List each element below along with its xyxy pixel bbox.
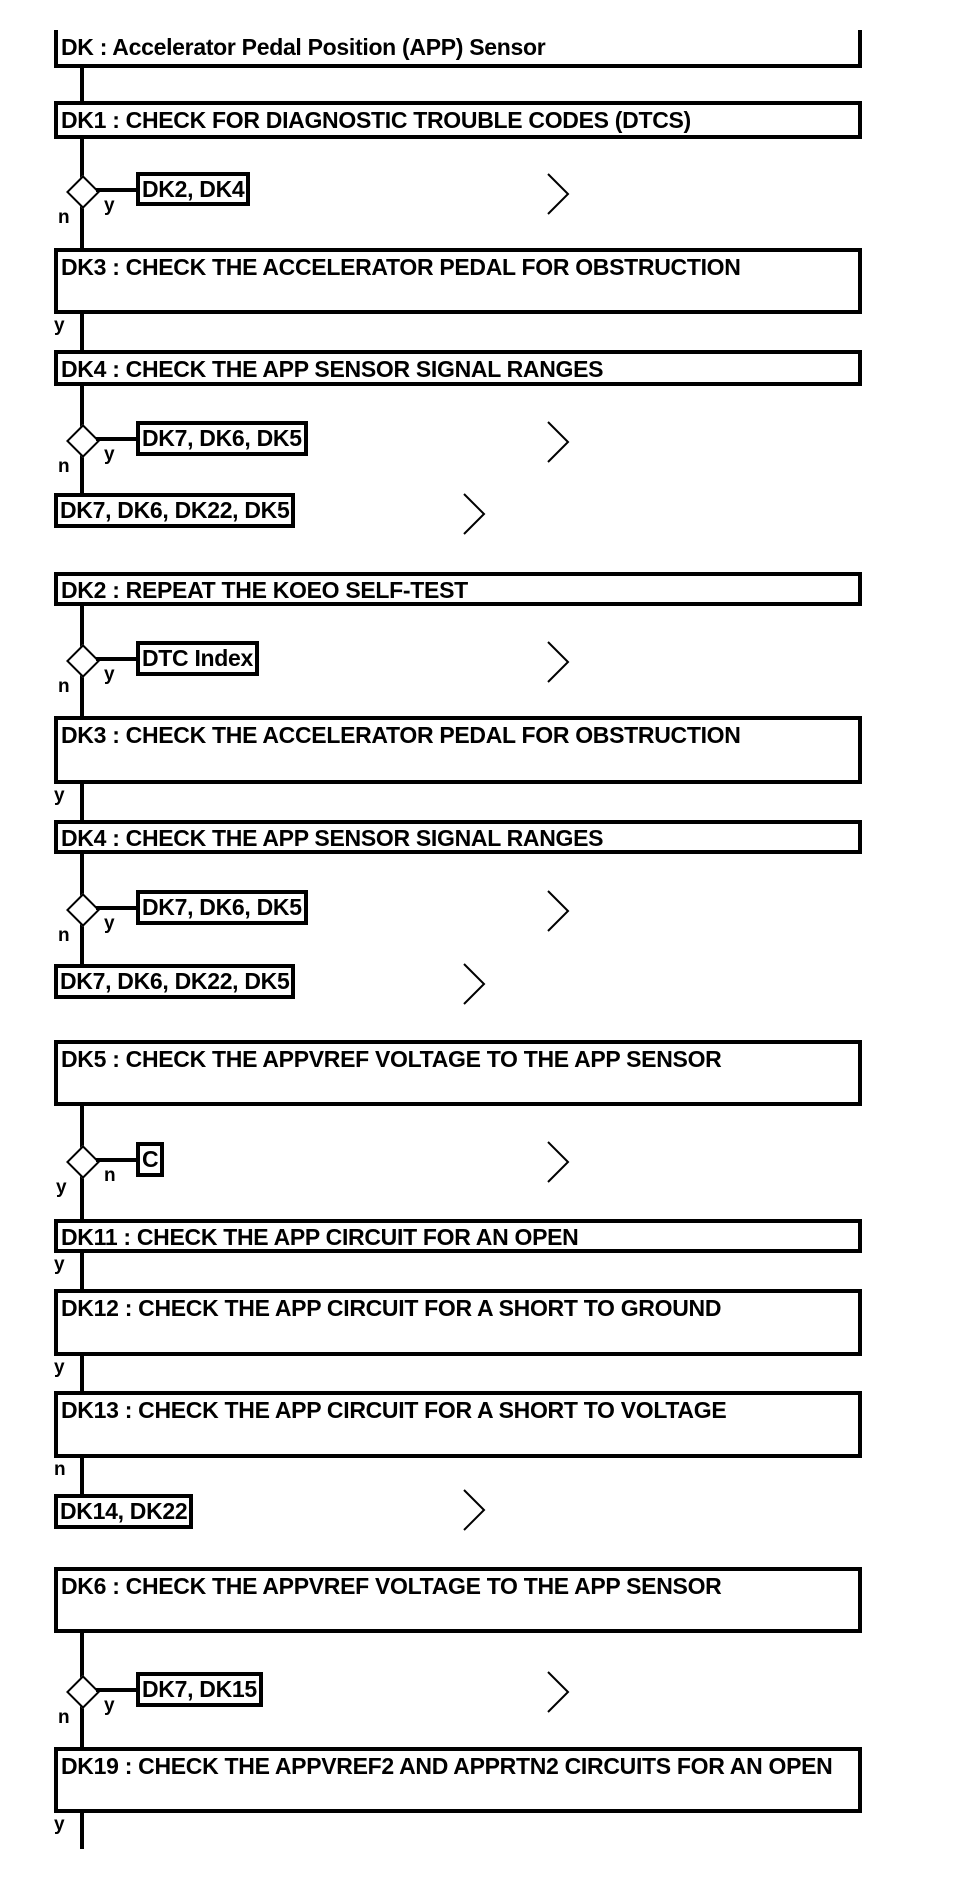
- diamond-icon: [66, 1145, 100, 1179]
- step-dk1[interactable]: DK1 : CHECK FOR DIAGNOSTIC TROUBLE CODES…: [54, 101, 862, 139]
- yes-label: y: [54, 1814, 65, 1835]
- ref-dk7-dk6-dk5[interactable]: DK7, DK6, DK5: [136, 890, 308, 925]
- step-dk13[interactable]: DK13 : CHECK THE APP CIRCUIT FOR A SHORT…: [54, 1391, 862, 1458]
- yes-connector: [96, 188, 136, 192]
- yes-label: y: [54, 785, 65, 806]
- chevron-right-icon[interactable]: [546, 640, 572, 684]
- yes-label: y: [54, 1254, 65, 1275]
- chevron-right-icon[interactable]: [546, 1140, 572, 1184]
- diamond-icon: [66, 893, 100, 927]
- yes-label: y: [104, 664, 115, 685]
- yes-connector: [96, 1688, 136, 1692]
- flow-line: [80, 66, 84, 102]
- step-dk3[interactable]: DK3 : CHECK THE ACCELERATOR PEDAL FOR OB…: [54, 716, 862, 784]
- yes-connector: [96, 906, 136, 910]
- diamond-icon: [66, 175, 100, 209]
- flow-line: [80, 1456, 84, 1496]
- diamond-icon: [66, 644, 100, 678]
- flow-line: [80, 312, 84, 352]
- ref-dtc-index[interactable]: DTC Index: [136, 641, 260, 676]
- chevron-right-icon[interactable]: [546, 1670, 572, 1714]
- yes-connector: [96, 437, 136, 441]
- diamond-icon: [66, 1675, 100, 1709]
- flow-line: [80, 1251, 84, 1291]
- chevron-right-icon[interactable]: [546, 172, 572, 216]
- no-connector: [96, 1158, 136, 1162]
- no-label: n: [104, 1165, 116, 1186]
- chevron-right-icon[interactable]: [546, 420, 572, 464]
- step-dk12[interactable]: DK12 : CHECK THE APP CIRCUIT FOR A SHORT…: [54, 1289, 862, 1356]
- flow-line: [80, 1354, 84, 1393]
- no-label: n: [54, 1459, 66, 1480]
- flow-line: [80, 782, 84, 822]
- no-label: n: [58, 456, 70, 477]
- yes-label: y: [54, 1357, 65, 1378]
- yes-label: y: [56, 1177, 67, 1198]
- chevron-right-icon[interactable]: [462, 962, 488, 1006]
- ref-dk2-dk4[interactable]: DK2, DK4: [136, 172, 251, 206]
- diamond-icon: [66, 424, 100, 458]
- exit-ref-dk7-dk6-dk22-dk5[interactable]: DK7, DK6, DK22, DK5: [54, 964, 296, 999]
- procedure-title: DK : Accelerator Pedal Position (APP) Se…: [54, 30, 862, 68]
- no-label: n: [58, 207, 70, 228]
- step-dk6[interactable]: DK6 : CHECK THE APPVREF VOLTAGE TO THE A…: [54, 1567, 862, 1633]
- chevron-right-icon[interactable]: [462, 1488, 488, 1532]
- step-dk4[interactable]: DK4 : CHECK THE APP SENSOR SIGNAL RANGES: [54, 350, 862, 386]
- step-dk4[interactable]: DK4 : CHECK THE APP SENSOR SIGNAL RANGES: [54, 820, 862, 854]
- ref-dk7-dk6-dk5[interactable]: DK7, DK6, DK5: [136, 421, 308, 456]
- chevron-right-icon[interactable]: [462, 492, 488, 536]
- yes-label: y: [54, 315, 65, 336]
- step-dk2[interactable]: DK2 : REPEAT THE KOEO SELF-TEST: [54, 572, 862, 606]
- step-dk3[interactable]: DK3 : CHECK THE ACCELERATOR PEDAL FOR OB…: [54, 248, 862, 314]
- yes-label: y: [104, 444, 115, 465]
- no-label: n: [58, 676, 70, 697]
- no-label: n: [58, 925, 70, 946]
- chevron-right-icon[interactable]: [546, 889, 572, 933]
- yes-label: y: [104, 913, 115, 934]
- no-label: n: [58, 1707, 70, 1728]
- exit-ref-dk7-dk6-dk22-dk5[interactable]: DK7, DK6, DK22, DK5: [54, 493, 296, 528]
- flow-line: [80, 1811, 84, 1849]
- ref-c[interactable]: C: [136, 1142, 165, 1177]
- step-dk5[interactable]: DK5 : CHECK THE APPVREF VOLTAGE TO THE A…: [54, 1040, 862, 1106]
- exit-ref-dk14-dk22[interactable]: DK14, DK22: [54, 1494, 194, 1529]
- yes-label: y: [104, 195, 115, 216]
- yes-label: y: [104, 1695, 115, 1716]
- step-dk11[interactable]: DK11 : CHECK THE APP CIRCUIT FOR AN OPEN: [54, 1219, 862, 1253]
- step-dk19[interactable]: DK19 : CHECK THE APPVREF2 AND APPRTN2 CI…: [54, 1747, 862, 1813]
- ref-dk7-dk15[interactable]: DK7, DK15: [136, 1672, 263, 1707]
- yes-connector: [96, 657, 136, 661]
